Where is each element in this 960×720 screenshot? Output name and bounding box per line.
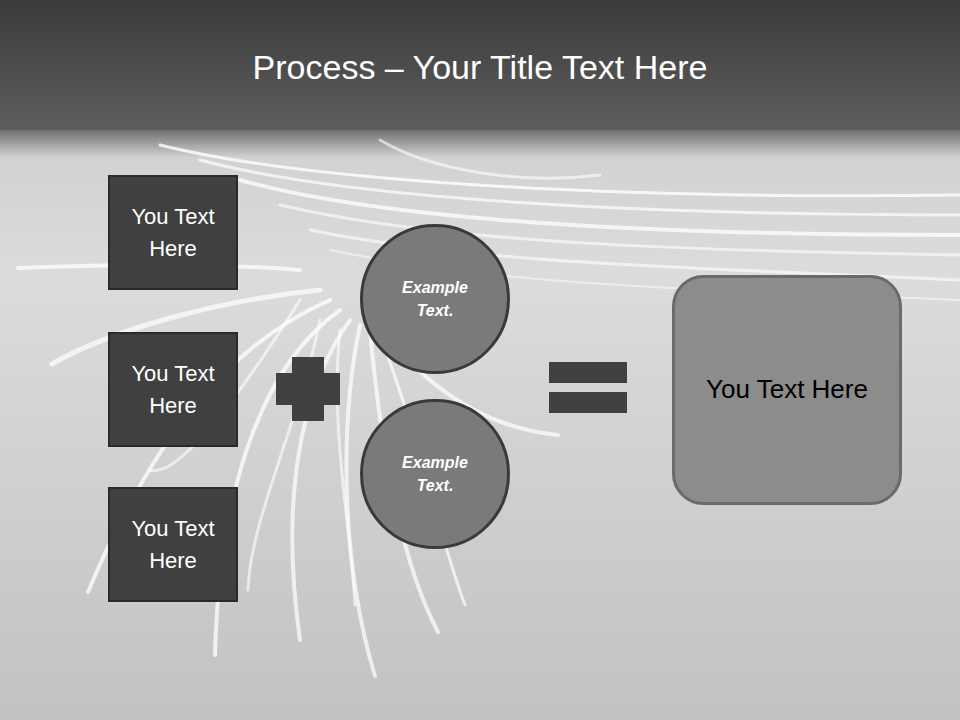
header-bar: [0, 0, 960, 130]
node-text: You Text Here: [116, 358, 230, 422]
box-outline: [109, 488, 237, 601]
fiber-illustration: [18, 140, 960, 676]
text-box: You Text Here: [108, 332, 238, 447]
text-holder: Example Text.: [390, 451, 480, 497]
ground: [0, 128, 960, 720]
node-text: You Text Here: [116, 513, 230, 577]
plus-sign: [276, 357, 340, 421]
text-holder: Example Text.: [390, 276, 480, 322]
example-circle: Example Text.: [360, 399, 510, 549]
node-text: Example Text.: [390, 276, 480, 322]
example-circle: Example Text.: [360, 224, 510, 374]
equals-sign: [549, 362, 627, 413]
text-holder: You Text Here: [116, 513, 230, 577]
box-outline: [109, 176, 237, 289]
text-holder: You Text Here: [116, 358, 230, 422]
text-box: You Text Here: [108, 487, 238, 602]
node-text: Example Text.: [390, 451, 480, 497]
text-holder: You Text Here: [116, 201, 230, 265]
circle-outline: [362, 401, 509, 548]
node-text: You Text Here: [706, 371, 868, 409]
text-box-shape: [108, 175, 238, 290]
text-box: You Text Here: [108, 175, 238, 290]
circle-outline: [362, 226, 509, 373]
box-outline: [674, 277, 901, 504]
slide-title: Process – Your Title Text Here: [0, 48, 960, 87]
example-circle-shape: [360, 224, 510, 374]
text-box-shape: [108, 332, 238, 447]
box-outline: [109, 333, 237, 446]
node-text: You Text Here: [116, 201, 230, 265]
result-box: You Text Here: [672, 275, 902, 505]
example-circle-shape: [360, 399, 510, 549]
text-box-shape: [108, 487, 238, 602]
text-holder: You Text Here: [706, 371, 868, 409]
